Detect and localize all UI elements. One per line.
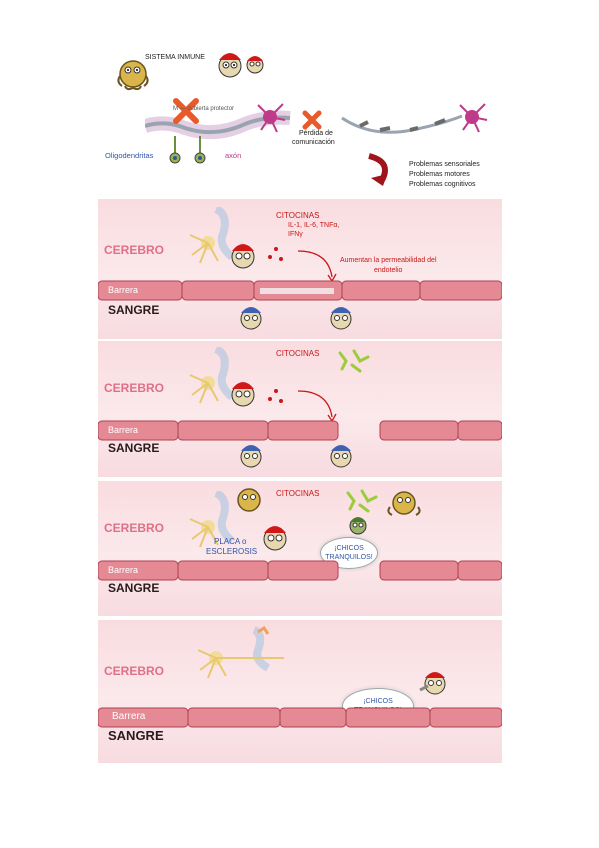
cerebro-label: CEREBRO [104,521,165,535]
red-cap-character-icon [231,382,255,407]
citocinas-label: CITOCINAS [276,211,320,220]
x-mark-icon [302,110,322,130]
cytokine-icon [338,349,370,373]
red-cap-character-icon [263,526,287,551]
red-cap-character-icon [330,307,352,330]
aumentan-text: Aumentan la permeabilidad del [340,257,437,264]
oligodendritas-label: Oligodendritas [105,151,154,160]
cytokine-icon [346,489,378,513]
top-section: SISTEMA INMUNE M — cubierta protector Ol… [95,40,515,200]
red-cap-character-icon [231,244,255,269]
blood-vessel-barrier [98,560,502,581]
sangre-label: SANGRE [108,728,164,743]
curved-arrow-icon [368,153,388,186]
curved-arrow-icon [297,390,337,423]
cytokine-list: IFNγ [288,231,303,238]
comunicacion-label: comunicación [292,139,335,146]
immune-cell-icon [117,60,149,91]
sangre-label: SANGRE [108,441,160,455]
panel-1: CEREBRO CITOCINAS IL-1, IL-6, TNFα, IFNγ… [98,199,502,339]
axon-label: axón [225,151,242,160]
perdida-label: Pérdida de [299,130,333,137]
cytokine-list: IL-1, IL-6, TNFα, [288,222,340,229]
cerebro-label: CEREBRO [104,381,165,395]
red-cap-character-icon [240,445,262,468]
panel-background [98,341,502,477]
cytokine-dots [268,247,283,261]
panel-3: CEREBRO CITOCINAS PLACA o ESCLEROSIS ¡CH… [98,481,502,616]
barrera-label: Barrera [108,425,139,435]
problem-item: Problemas motores [409,171,470,178]
panel-2: CEREBRO CITOCINAS Barrera SANGRE [98,341,502,477]
red-cap-character-icon [218,53,242,78]
blood-vessel-barrier [98,280,502,301]
aumentan-text: endotelio [374,267,403,274]
glial-cell-icon [189,347,235,404]
red-cap-character-icon [330,445,352,468]
placa-label: PLACA o [214,537,247,546]
blood-vessel-barrier [98,420,502,441]
x-mark-icon [173,98,199,124]
red-cap-character-icon [419,672,446,695]
barrera-label: Barrera [112,711,146,722]
curved-arrow-icon [297,250,337,283]
problem-item: Problemas cognitivos [409,181,476,188]
cytokine-dots [268,389,283,403]
glial-cell-icon [189,207,235,264]
immune-cell-icon [387,491,421,516]
demyelinated-axon-illustration [341,114,463,134]
cerebro-label: CEREBRO [104,243,165,257]
panel-background [98,481,502,616]
blood-vessel-barrier [98,707,502,728]
panel-background [98,199,502,339]
sangre-label: SANGRE [108,303,160,317]
barrera-label: Barrera [108,565,139,575]
cubierta-label: M — cubierta protector [173,106,235,112]
esclerosis-label: ESCLEROSIS [206,547,258,556]
sangre-label: SANGRE [108,581,160,595]
neuron-icon [257,103,286,133]
neuron-icon [459,103,488,133]
sistema-inmune-label: SISTEMA INMUNE [145,54,205,61]
red-cap-character-icon [240,307,262,330]
glial-cell-icon [189,491,235,548]
red-cap-character-icon [246,56,264,74]
citocinas-label: CITOCINAS [276,349,320,358]
glial-cell-icon [197,626,284,679]
problem-item: Problemas sensoriales [409,161,480,168]
immune-cell-icon [237,488,261,512]
speech-bubble-text: ¡CHICOS TRANQUILOS! [325,545,373,561]
barrera-label: Barrera [108,285,139,295]
green-cap-character-icon [349,517,367,535]
citocinas-label: CITOCINAS [276,489,320,498]
cerebro-label: CEREBRO [104,664,165,678]
panel-4: CEREBRO ¡CHICOS TRANQUILOS! Barrera SANG… [98,620,502,763]
